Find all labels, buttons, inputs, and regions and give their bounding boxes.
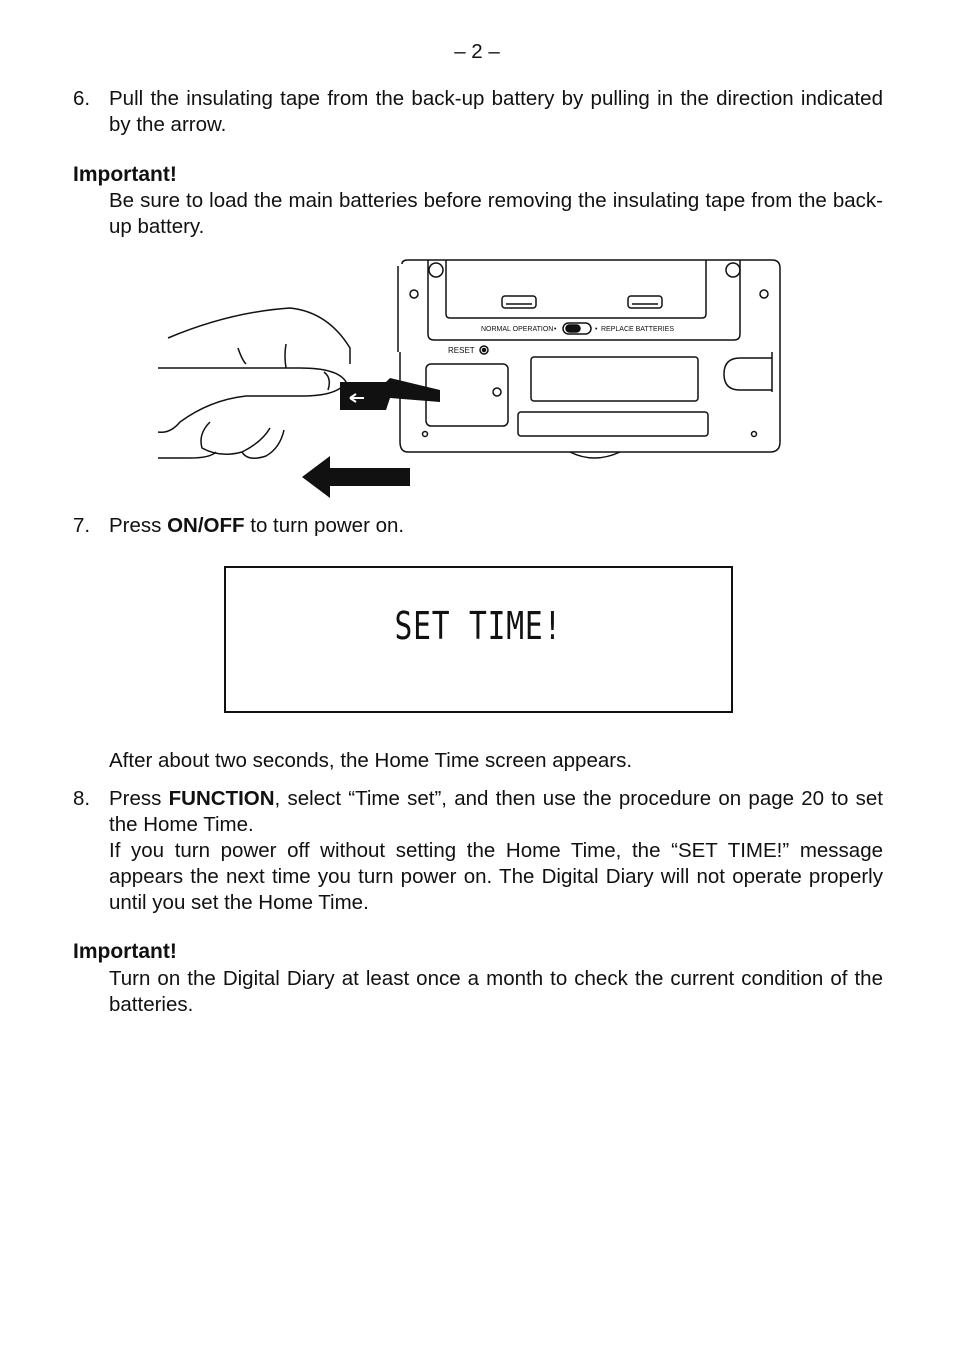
svg-text:•: • [595, 326, 598, 333]
step-6: 6. Pull the insulating tape from the bac… [73, 86, 883, 138]
important-heading: Important! [73, 163, 177, 186]
replace-batteries-label: REPLACE BATTERIES [601, 326, 674, 333]
after-lcd-text: After about two seconds, the Home Time s… [109, 749, 633, 772]
function-key: FUNCTION [168, 787, 275, 810]
normal-operation-label: NORMAL OPERATION [481, 326, 553, 333]
step-8: 8. Press FUNCTION, select “Time set”, an… [73, 786, 883, 916]
step-text-2: If you turn power off without setting th… [109, 839, 883, 914]
battery-tape-illustration: NORMAL OPERATION • • REPLACE BATTERIES R… [157, 259, 781, 498]
svg-text:•: • [554, 326, 557, 333]
page-number: – 2 – [454, 40, 500, 63]
step-number: 6. [73, 87, 91, 110]
important-note-2: Turn on the Digital Diary at least once … [109, 967, 883, 1016]
important-note: Be sure to load the main batteries befor… [109, 189, 883, 238]
on-off-key: ON/OFF [167, 514, 245, 537]
step-text: Press ON/OFF to turn power on. [109, 514, 405, 537]
lcd-message: SET TIME! [394, 604, 563, 648]
step-7: 7. Press ON/OFF to turn power on. [73, 513, 883, 539]
reset-label: RESET [448, 346, 475, 355]
step-number: 8. [73, 787, 91, 810]
step-text: Press FUNCTION, select “Time set”, and t… [109, 787, 883, 836]
important-heading-2: Important! [73, 940, 177, 963]
lcd-display: SET TIME! [224, 566, 733, 713]
step-number: 7. [73, 514, 91, 537]
step-text: Pull the insulating tape from the back-u… [109, 87, 883, 136]
